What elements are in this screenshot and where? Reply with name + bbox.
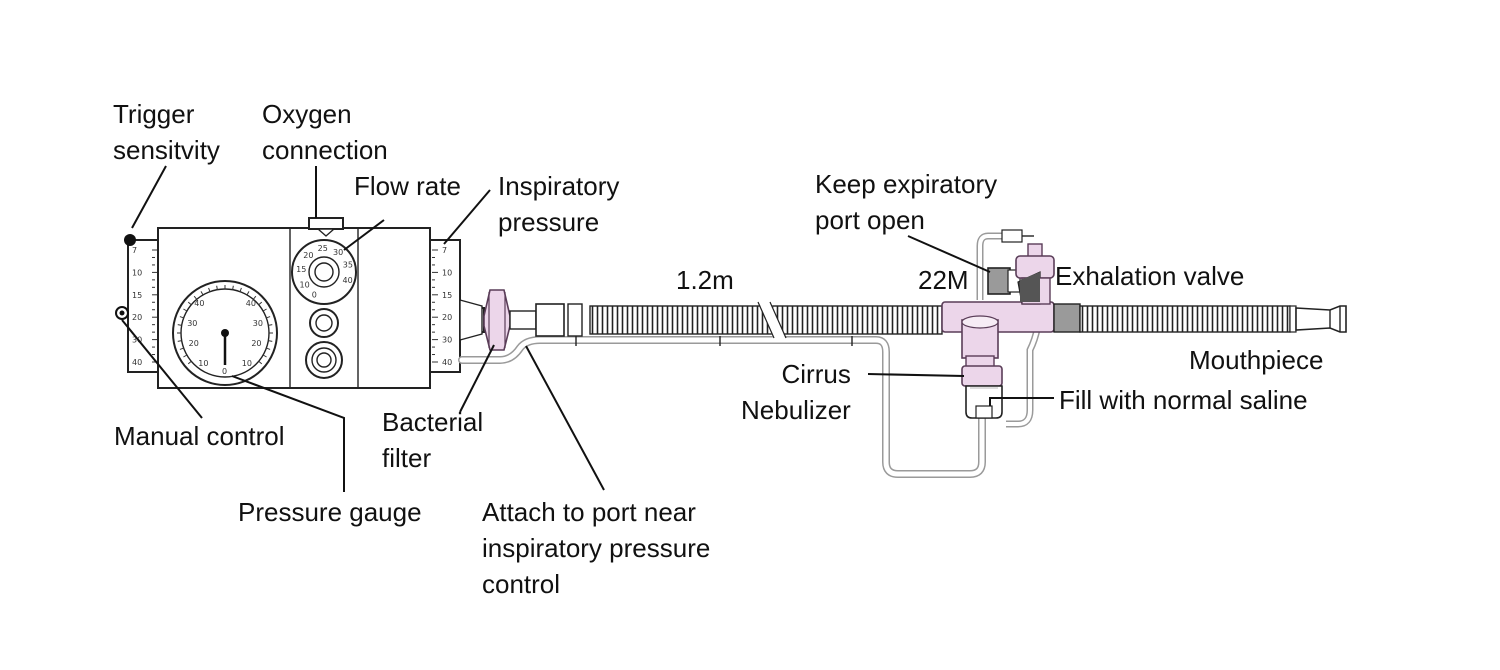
flow-dial-label: 0 [312, 291, 317, 300]
label-keep-expiratory-port-open: Keep expiratory port open [815, 169, 998, 235]
label-fill-with-saline: Fill with normal saline [1059, 385, 1308, 415]
main-tubing [535, 300, 943, 346]
label-flow-rate: Flow rate [354, 171, 461, 201]
control-knob-1[interactable] [309, 308, 339, 338]
flow-dial-label: 25 [318, 244, 328, 253]
control-knob-2[interactable] [305, 341, 343, 379]
label-inspiratory-pressure: Inspiratory pressure [498, 171, 620, 237]
pressure-scale-label: 40 [442, 358, 452, 367]
gauge-tick-label: 10 [198, 359, 208, 368]
flow-dial-label: 40 [343, 276, 353, 285]
label-oxygen-connection: Oxygen connection [262, 99, 388, 165]
flow-dial-label: 15 [296, 265, 306, 274]
pressure-scale-label: 15 [442, 291, 452, 300]
label-cirrus-nebulizer: Cirrus Nebulizer [741, 359, 851, 425]
mouthpiece-tubing [1053, 303, 1297, 333]
trigger-scale-label: 7 [132, 246, 137, 255]
exhalation-valve [1015, 243, 1055, 305]
pressure-scale-label: 20 [442, 313, 452, 322]
label-mouthpiece: Mouthpiece [1189, 345, 1324, 375]
mouthpiece [1295, 305, 1347, 333]
gauge-tick-label: 40 [194, 299, 204, 308]
bacterial-filter [483, 289, 537, 351]
pressure-gauge: 40 30 20 10 40 30 20 10 0 [172, 280, 278, 386]
gauge-zero-label: 0 [222, 367, 227, 376]
gauge-tick-label: 10 [242, 359, 252, 368]
t-piece [941, 301, 1055, 359]
trigger-scale-label: 10 [132, 268, 142, 277]
label-22m: 22M [918, 265, 969, 295]
inspiratory-pressure-scale-panel [429, 239, 461, 373]
ventilator-outlet [459, 299, 485, 341]
pressure-scale-label: 30 [442, 336, 452, 345]
flow-dial-label: 30 [333, 248, 343, 257]
label-tube-length: 1.2m [676, 265, 734, 295]
label-exhalation-valve: Exhalation valve [1055, 261, 1245, 291]
label-pressure-gauge: Pressure gauge [238, 497, 422, 527]
ventilator-unit: 7 10 15 20 30 40 7 10 15 20 30 40 40 30 20 10 40 30 20 10… [115, 217, 461, 389]
label-attach-to-port: Attach to port near inspiratory pressure… [482, 497, 711, 599]
expiratory-port[interactable] [987, 267, 1021, 295]
trigger-scale-panel [127, 239, 161, 373]
label-trigger-sensitivity: Trigger sensitvity [113, 99, 220, 165]
gauge-tick-label: 30 [253, 319, 263, 328]
gauge-tick-label: 20 [251, 339, 261, 348]
pressure-scale-label: 7 [442, 246, 447, 255]
flow-dial-label: 35 [343, 260, 353, 269]
cirrus-nebulizer [961, 355, 1003, 419]
leader-lines [121, 165, 1054, 492]
gauge-tick-label: 30 [187, 319, 197, 328]
trigger-scale: 7 10 15 20 30 40 [132, 246, 158, 367]
inspiratory-pressure-scale: 7 10 15 20 30 40 [432, 246, 452, 367]
oxygen-connection-port[interactable] [308, 217, 344, 230]
trigger-scale-label: 20 [132, 313, 142, 322]
trigger-sensitivity-knob[interactable] [124, 234, 136, 246]
trigger-scale-label: 15 [132, 291, 142, 300]
flow-dial-label: 10 [300, 281, 310, 290]
label-manual-control: Manual control [114, 421, 285, 451]
gauge-tick-label: 40 [246, 299, 256, 308]
label-bacterial-filter: Bacterial filter [382, 407, 484, 473]
trigger-scale-label: 40 [132, 358, 142, 367]
trigger-scale-label: 30 [132, 336, 142, 345]
gauge-tick-label: 20 [189, 339, 199, 348]
nebulizer-drive-line [458, 336, 986, 478]
pressure-scale-label: 10 [442, 268, 452, 277]
flow-dial-label: 20 [303, 251, 313, 260]
